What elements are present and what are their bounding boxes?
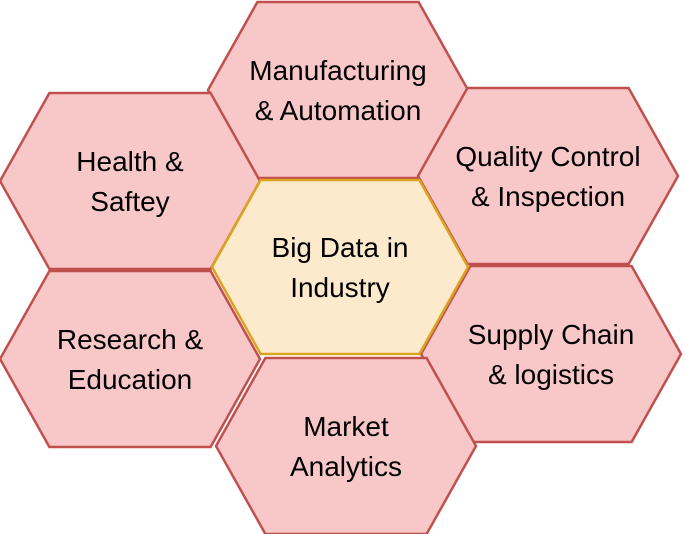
hex-health: Health & Saftey	[0, 91, 262, 271]
hex-quality-line1: Quality Control	[455, 141, 640, 172]
hex-manufacturing-line1: Manufacturing	[249, 55, 426, 86]
hex-market-shape	[214, 356, 478, 534]
hex-research-shape	[0, 269, 262, 449]
hex-health-shape	[0, 91, 262, 271]
hex-quality: Quality Control & Inspection	[416, 86, 680, 266]
hex-supply-line1: Supply Chain	[468, 319, 635, 350]
hex-health-line1: Health &	[76, 146, 184, 177]
hex-supply: Supply Chain & logistics	[419, 264, 683, 444]
hex-manufacturing: Manufacturing & Automation	[206, 0, 470, 180]
hex-manufacturing-shape	[206, 0, 470, 180]
hex-market-line1: Market	[303, 411, 389, 442]
hex-manufacturing-line2: & Automation	[255, 95, 422, 126]
hex-center-line2: Industry	[290, 272, 390, 303]
hex-quality-line2: & Inspection	[471, 181, 625, 212]
hex-supply-line2: & logistics	[488, 359, 614, 390]
hex-quality-shape	[416, 86, 680, 266]
hex-research-line1: Research &	[57, 324, 204, 355]
hex-center-shape	[210, 178, 470, 356]
hex-health-line2: Saftey	[90, 186, 169, 217]
hex-center: Big Data in Industry	[210, 178, 470, 356]
hex-research-line2: Education	[68, 364, 193, 395]
hex-center-line1: Big Data in	[272, 232, 409, 263]
hex-market-line2: Analytics	[290, 451, 402, 482]
hex-research: Research & Education	[0, 269, 262, 449]
